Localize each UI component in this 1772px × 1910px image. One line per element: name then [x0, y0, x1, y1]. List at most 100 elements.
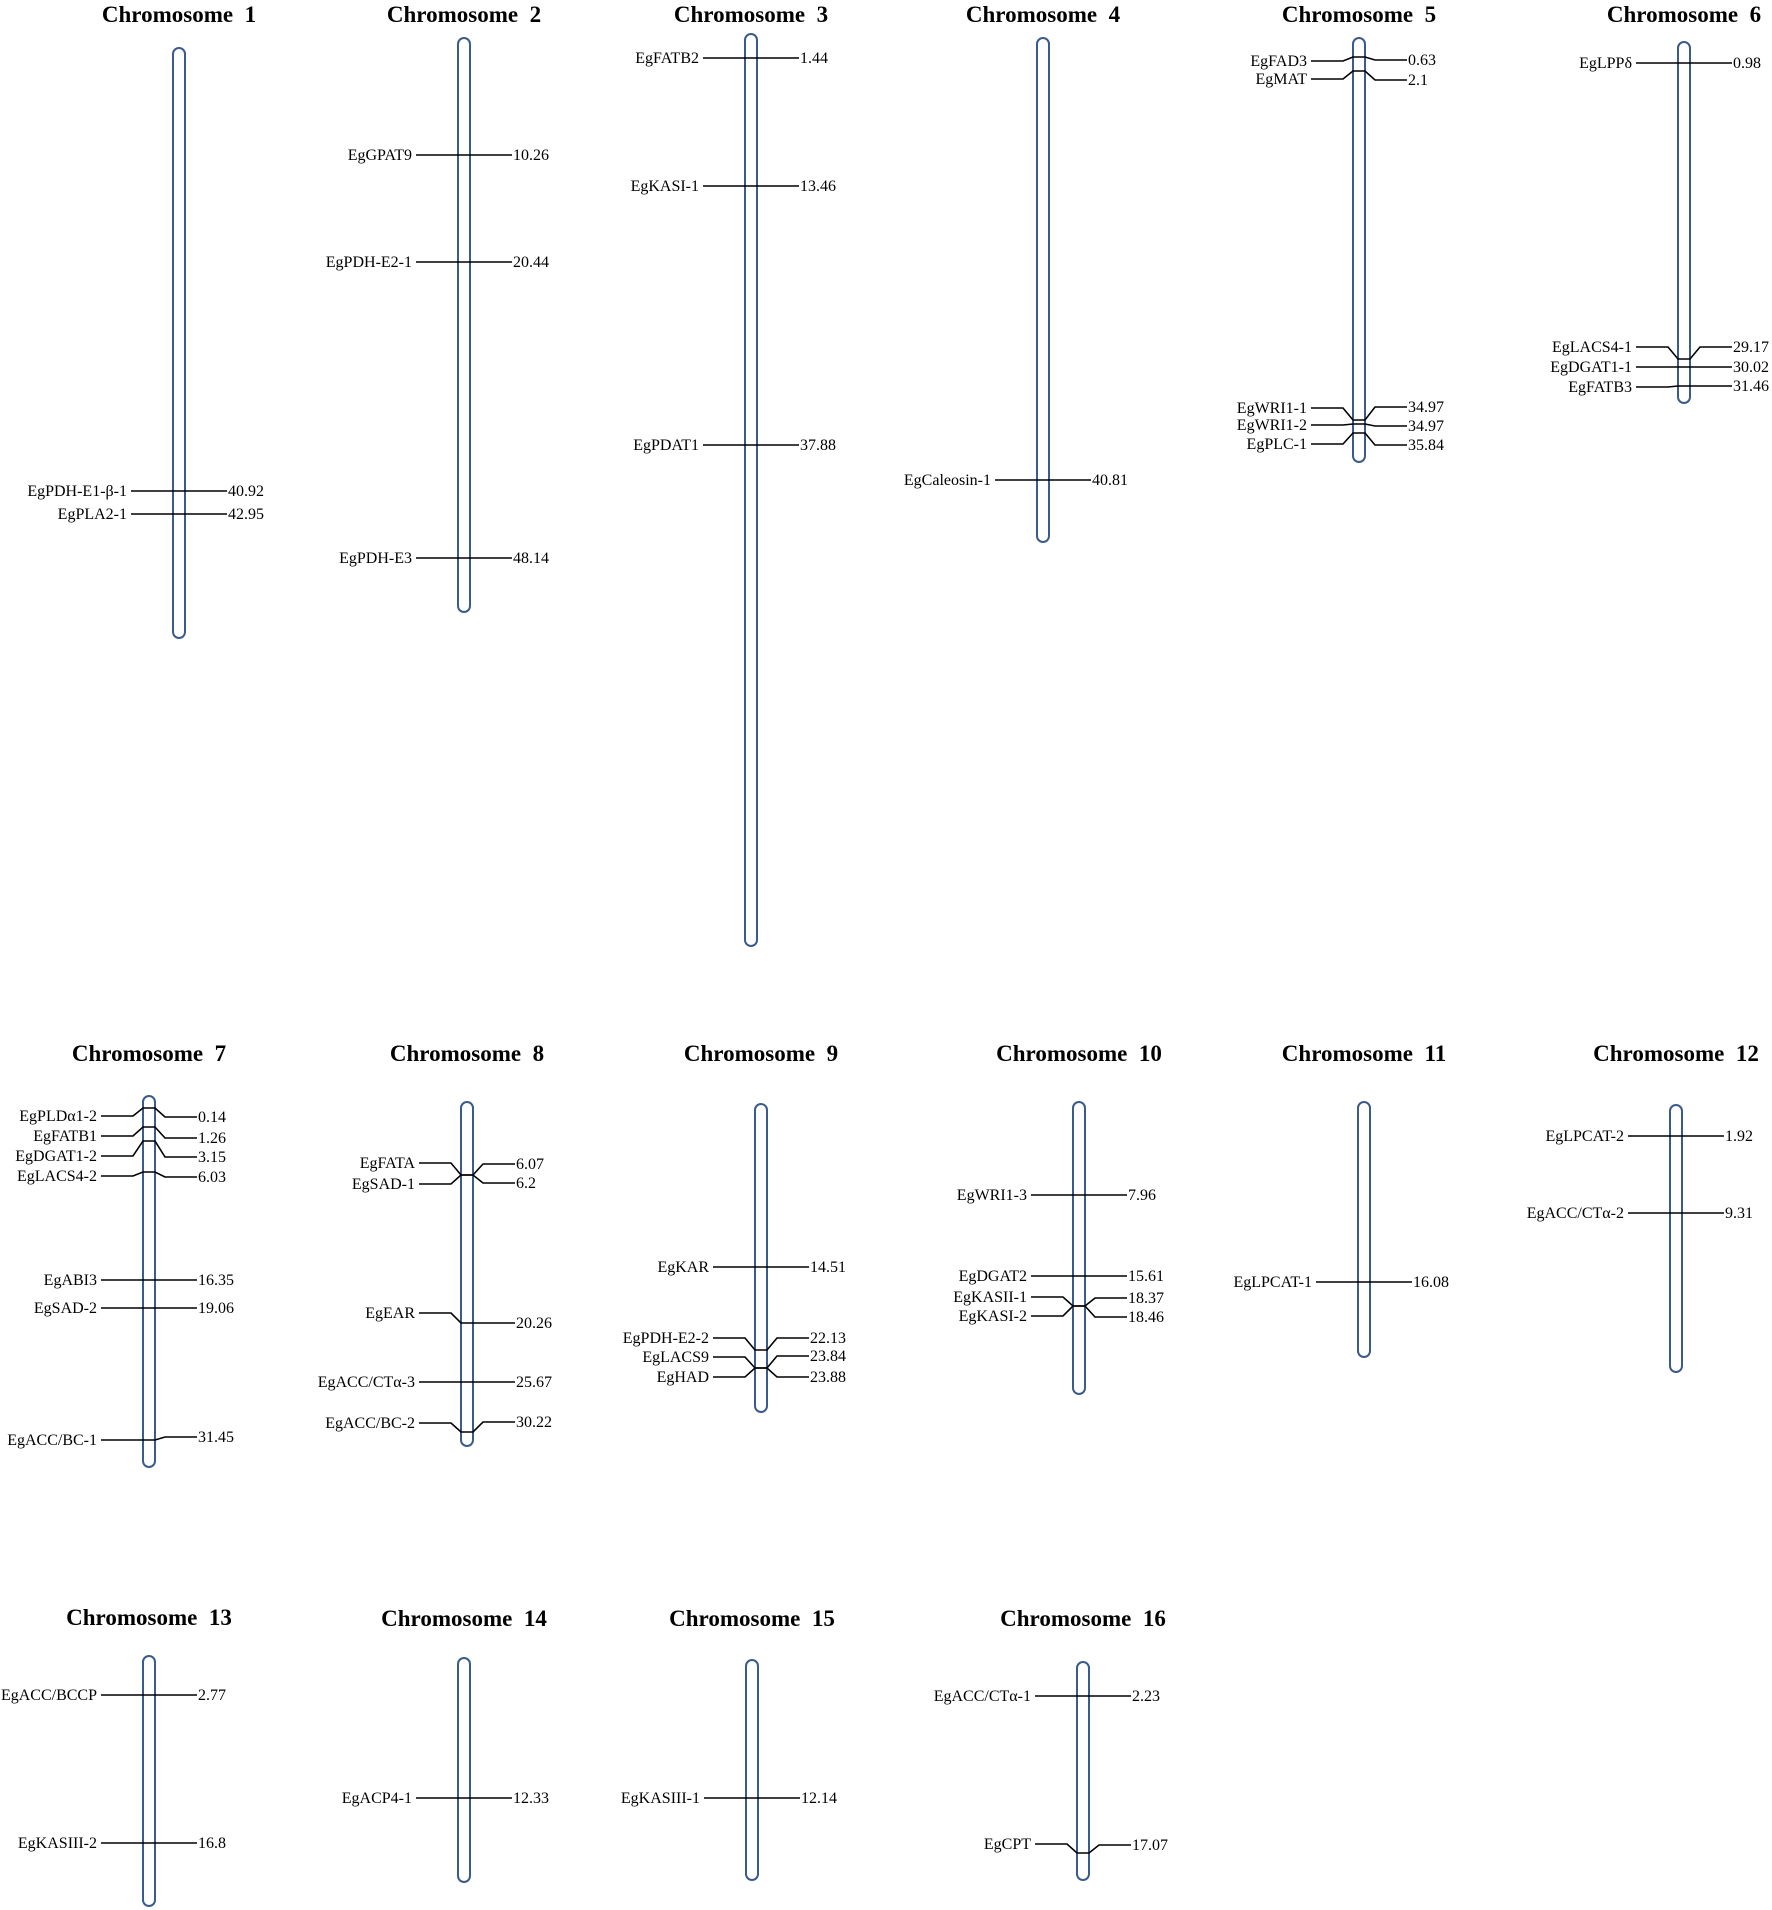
gene-label-egkar: EgKAR [657, 1259, 709, 1276]
gene-position-egsad-1: 6.2 [516, 1175, 536, 1192]
gene-label-egfatb1: EgFATB1 [33, 1128, 97, 1145]
gene-marker-egplc-1 [1311, 432, 1407, 446]
gene-label-eglacs4-1: EgLACS4-1 [1552, 339, 1632, 356]
gene-label-egabi3: EgABI3 [44, 1272, 97, 1289]
gene-marker-egdgat1-2 [101, 1140, 197, 1158]
gene-label-egacc-bc-2: EgACC/BC-2 [325, 1415, 415, 1432]
gene-label-eglacs4-2: EgLACS4-2 [17, 1168, 97, 1185]
gene-position-egkar: 14.51 [810, 1259, 846, 1276]
chromosome-bar [1036, 37, 1050, 543]
gene-position-egpdh-e3: 48.14 [513, 550, 549, 567]
gene-position-egear: 20.26 [516, 1315, 552, 1332]
gene-label-egfatb2: EgFATB2 [635, 50, 699, 67]
gene-label-egkasii-1: EgKASII-1 [953, 1289, 1027, 1306]
gene-label-egpdat1: EgPDAT1 [633, 437, 699, 454]
gene-position-egabi3: 16.35 [198, 1272, 234, 1289]
gene-position-egacp4-1: 12.33 [513, 1790, 549, 1807]
gene-label-egwri1-2: EgWRI1-2 [1237, 417, 1307, 434]
gene-position-egkasi-1: 13.46 [800, 178, 836, 195]
gene-label-egpdh-e2-2: EgPDH-E2-2 [623, 1330, 709, 1347]
gene-label-egsad-1: EgSAD-1 [352, 1176, 415, 1193]
chromosome-bar [745, 1659, 759, 1881]
gene-label-egkasi-1: EgKASI-1 [631, 178, 699, 195]
gene-label-egdgat1-1: EgDGAT1-1 [1550, 359, 1632, 376]
chromosome-bar [1076, 1661, 1090, 1881]
gene-label-egpdh-e1-1: EgPDH-E1-β-1 [27, 483, 127, 500]
gene-label-egfata: EgFATA [360, 1155, 416, 1172]
gene-marker-egkasi-2 [1031, 1305, 1127, 1318]
gene-label-egpdh-e2-1: EgPDH-E2-1 [326, 254, 412, 271]
gene-marker-egwri1-1 [1311, 406, 1407, 421]
gene-position-egmat: 2.1 [1408, 72, 1428, 89]
gene-marker-egacc-bc-2 [419, 1421, 515, 1433]
gene-marker-egacc-bc-1 [101, 1436, 197, 1441]
gene-marker-egfad3 [1311, 56, 1407, 62]
gene-label-egdgat2: EgDGAT2 [959, 1268, 1027, 1285]
gene-label-eglpcat-1: EgLPCAT-1 [1233, 1274, 1312, 1291]
chromosome-bar [142, 1095, 156, 1468]
gene-label-eghad: EgHAD [657, 1369, 709, 1386]
chromosome-title: Chromosome 9 [684, 1041, 838, 1066]
gene-position-egdgat2: 15.61 [1128, 1268, 1164, 1285]
gene-position-egwri1-1: 34.97 [1408, 399, 1444, 416]
gene-label-eggpat9: EgGPAT9 [348, 147, 412, 164]
gene-label-egacc-ct-2: EgACC/CTα-2 [1527, 1205, 1624, 1222]
gene-label-egfatb3: EgFATB3 [1568, 379, 1632, 396]
gene-position-eghad: 23.88 [810, 1369, 846, 1386]
gene-marker-egmat [1311, 70, 1407, 81]
gene-label-egcpt: EgCPT [984, 1836, 1031, 1853]
chromosome-bar [142, 1655, 156, 1907]
chromosome-title: Chromosome 13 [66, 1605, 232, 1630]
gene-label-egkasiii-2: EgKASIII-2 [18, 1835, 97, 1852]
gene-marker-egpdh-e2-2 [713, 1337, 809, 1351]
gene-label-egsad-2: EgSAD-2 [34, 1300, 97, 1317]
gene-position-egfata: 6.07 [516, 1156, 544, 1173]
gene-label-egacc-ct-1: EgACC/CTα-1 [934, 1688, 1031, 1705]
chromosome-bar [1072, 1101, 1086, 1395]
gene-marker-egwri1-2 [1311, 423, 1407, 427]
gene-position-eglpp: 0.98 [1733, 55, 1761, 72]
gene-label-egkasiii-1: EgKASIII-1 [621, 1790, 700, 1807]
gene-marker-eglacs4-1 [1636, 346, 1732, 360]
gene-label-egpla2-1: EgPLA2-1 [58, 506, 127, 523]
gene-position-egpla2-1: 42.95 [228, 506, 264, 523]
gene-position-egfatb1: 1.26 [198, 1130, 226, 1147]
gene-label-egwri1-1: EgWRI1-1 [1237, 400, 1307, 417]
gene-label-egdgat1-2: EgDGAT1-2 [15, 1148, 97, 1165]
gene-position-egpdh-e2-2: 22.13 [810, 1330, 846, 1347]
gene-position-eglpcat-2: 1.92 [1725, 1128, 1753, 1145]
gene-label-egacp4-1: EgACP4-1 [342, 1790, 412, 1807]
chromosome-title: Chromosome 4 [966, 2, 1121, 27]
chromosome-title: Chromosome 12 [1593, 1041, 1759, 1066]
gene-position-egkasii-1: 18.37 [1128, 1290, 1164, 1307]
gene-position-egfad3: 0.63 [1408, 52, 1436, 69]
gene-position-egkasiii-2: 16.8 [198, 1835, 226, 1852]
gene-position-egpdat1: 37.88 [800, 437, 836, 454]
gene-label-eglacs9: EgLACS9 [642, 1349, 709, 1366]
gene-label-egacc-bc-1: EgACC/BC-1 [7, 1432, 97, 1449]
gene-position-egkasi-2: 18.46 [1128, 1309, 1164, 1326]
chromosome-bar [172, 47, 186, 639]
gene-label-egacc-bccp: EgACC/BCCP [1, 1687, 97, 1704]
gene-label-eglpp: EgLPPδ [1579, 55, 1632, 72]
chromosome-title: Chromosome 1 [102, 2, 256, 27]
gene-position-egplc-1: 35.84 [1408, 437, 1444, 454]
gene-position-egacc-ct-2: 9.31 [1725, 1205, 1753, 1222]
gene-position-egacc-ct-1: 2.23 [1132, 1688, 1160, 1705]
gene-label-egcaleosin-1: EgCaleosin-1 [904, 472, 991, 489]
chromosome-bar [1357, 1101, 1371, 1358]
gene-position-egdgat1-2: 3.15 [198, 1149, 226, 1166]
gene-position-eglacs4-2: 6.03 [198, 1169, 226, 1186]
